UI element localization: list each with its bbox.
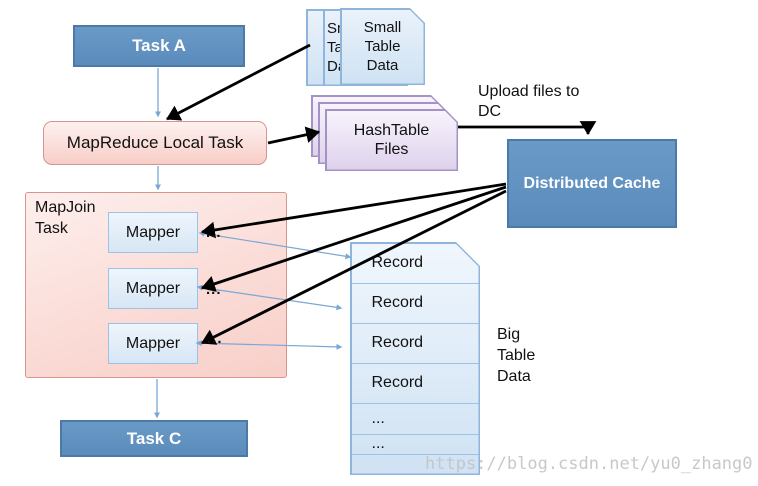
- task-a-node: Task A: [73, 25, 245, 67]
- mapper-2-node: Mapper: [108, 268, 198, 309]
- record-row: Record: [352, 364, 479, 404]
- hashtable-card-front: HashTable Files: [325, 109, 458, 171]
- small-table-card-front: Small Table Data: [340, 8, 425, 85]
- record-row: Record: [352, 324, 479, 364]
- arrow-hashtable-to-distributedcache: [458, 121, 597, 136]
- small-table-line: Table: [364, 38, 401, 55]
- record-row-dots: ...: [352, 404, 479, 435]
- mapper-1-node: Mapper: [108, 212, 198, 253]
- task-c-label: Task C: [126, 428, 182, 448]
- big-table-record-stack: Record Record Record Record ... ...: [350, 242, 480, 475]
- csdn-watermark: https://blog.csdn.net/yu0_zhang0: [425, 454, 753, 474]
- small-table-line: Data: [366, 57, 399, 74]
- mapreduce-local-task-node: MapReduce Local Task: [43, 121, 267, 165]
- big-table-data-label: Big Table Data: [497, 326, 536, 385]
- mapreduce-local-task-label: MapReduce Local Task: [66, 133, 244, 152]
- mapjoin-task-container: MapJoin Task Mapper Mapper Mapper: [25, 192, 287, 378]
- record-row-dots: ...: [352, 435, 479, 455]
- small-table-line: Small: [363, 19, 402, 36]
- mapper-1-dots: ...: [206, 224, 222, 241]
- task-c-node: Task C: [60, 420, 248, 457]
- upload-files-label: Upload files to DC: [478, 83, 580, 120]
- record-row: Record: [352, 284, 479, 324]
- task-a-label: Task A: [132, 36, 186, 55]
- record-row: Record: [352, 244, 479, 284]
- mapjoin-task-label: MapJoin Task: [35, 199, 96, 237]
- mapper-2-dots: ...: [206, 281, 222, 298]
- mapper-3-node: Mapper: [108, 323, 198, 364]
- distributed-cache-label: Distributed Cache: [523, 174, 661, 192]
- mapper-3-dots: ...: [207, 330, 223, 347]
- hashtable-files-line: HashTable: [353, 122, 430, 139]
- distributed-cache-node: Distributed Cache: [507, 139, 677, 228]
- hashtable-files-line: Files: [374, 141, 409, 158]
